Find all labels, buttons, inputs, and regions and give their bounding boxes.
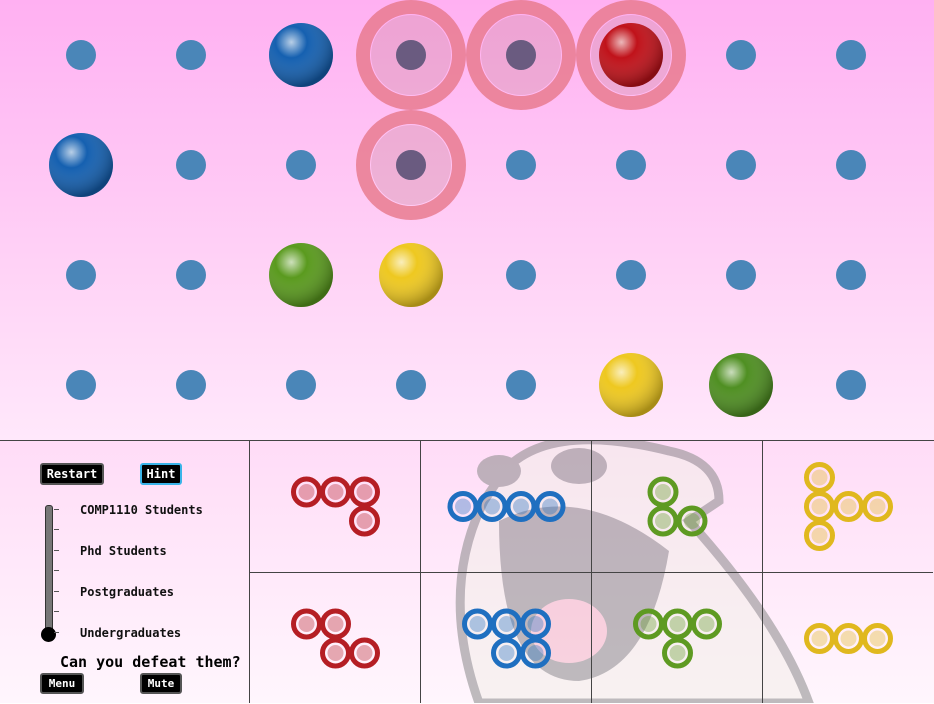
- piece-loop: [833, 491, 864, 522]
- piece-loop: [804, 491, 835, 522]
- piece-slot[interactable]: [420, 572, 591, 703]
- puzzle-piece-blue-a[interactable]: [421, 441, 592, 572]
- piece-slot[interactable]: [591, 441, 762, 572]
- piece-loop: [647, 476, 679, 508]
- piece-loop: [676, 505, 708, 537]
- peg-hole[interactable]: [616, 150, 646, 180]
- piece-loop: [520, 608, 551, 640]
- piece-loop: [505, 491, 537, 522]
- piece-loop: [804, 623, 835, 654]
- restart-button[interactable]: Restart: [40, 463, 104, 485]
- peg-hole[interactable]: [66, 260, 96, 290]
- marble[interactable]: [269, 23, 333, 87]
- piece-slot[interactable]: [249, 572, 420, 703]
- peg-hole[interactable]: [836, 370, 866, 400]
- peg-grid[interactable]: [0, 0, 934, 440]
- marble[interactable]: [49, 133, 113, 197]
- peg-hole[interactable]: [506, 370, 536, 400]
- piece-loop: [291, 476, 322, 508]
- piece-slot[interactable]: [762, 441, 933, 572]
- piece-slot[interactable]: [591, 572, 762, 703]
- marble[interactable]: [269, 243, 333, 307]
- puzzle-piece-red-a[interactable]: [250, 441, 421, 572]
- puzzle-piece-blue-b[interactable]: [421, 573, 592, 704]
- piece-tray[interactable]: [249, 441, 934, 703]
- piece-loop: [447, 491, 479, 522]
- marble[interactable]: [709, 353, 773, 417]
- slider-knob[interactable]: [41, 627, 56, 642]
- control-panel: Restart Hint COMP1110 Students Phd Stude…: [0, 441, 250, 703]
- piece-loop: [662, 637, 693, 669]
- piece-loop: [647, 505, 679, 537]
- hint-button[interactable]: Hint: [140, 463, 182, 485]
- game-board[interactable]: [0, 0, 934, 440]
- puzzle-piece-yellow-b[interactable]: [763, 573, 934, 704]
- peg-hole[interactable]: [66, 40, 96, 70]
- level-comp1110[interactable]: COMP1110 Students: [80, 503, 203, 517]
- slider-track: [45, 505, 53, 635]
- piece-loop: [804, 462, 835, 493]
- bottom-panel: Restart Hint COMP1110 Students Phd Stude…: [0, 440, 934, 703]
- peg-hole[interactable]: [726, 150, 756, 180]
- marble[interactable]: [599, 353, 663, 417]
- piece-loop: [862, 623, 893, 654]
- peg-hole[interactable]: [836, 260, 866, 290]
- marble[interactable]: [599, 23, 663, 87]
- slider-ticks: [54, 509, 62, 639]
- marble[interactable]: [379, 243, 443, 307]
- level-phd[interactable]: Phd Students: [80, 544, 167, 558]
- piece-loop: [520, 637, 551, 669]
- piece-loop: [491, 608, 522, 640]
- peg-hole[interactable]: [726, 260, 756, 290]
- piece-loop: [804, 520, 835, 551]
- piece-loop: [320, 608, 351, 640]
- peg-hole[interactable]: [286, 150, 316, 180]
- piece-loop: [833, 623, 864, 654]
- piece-loop: [633, 608, 664, 640]
- mute-button[interactable]: Mute: [140, 673, 182, 694]
- level-undergraduates[interactable]: Undergraduates: [80, 626, 182, 640]
- peg-hole[interactable]: [616, 260, 646, 290]
- piece-loop: [320, 476, 351, 508]
- piece-loop: [691, 608, 722, 640]
- piece-slot[interactable]: [420, 441, 591, 572]
- piece-loop: [476, 491, 508, 522]
- peg-hole[interactable]: [836, 40, 866, 70]
- menu-button[interactable]: Menu: [40, 673, 84, 694]
- piece-loop: [534, 491, 566, 522]
- peg-hole[interactable]: [396, 370, 426, 400]
- puzzle-piece-green-b[interactable]: [592, 573, 763, 704]
- level-postgraduates[interactable]: Postgraduates: [80, 585, 174, 599]
- piece-loop: [320, 637, 351, 669]
- piece-loop: [662, 608, 693, 640]
- piece-slot[interactable]: [249, 441, 420, 572]
- peg-hole[interactable]: [506, 260, 536, 290]
- peg-hole[interactable]: [176, 40, 206, 70]
- peg-hole[interactable]: [506, 150, 536, 180]
- peg-hole[interactable]: [286, 370, 316, 400]
- peg-hole[interactable]: [176, 150, 206, 180]
- peg-hole[interactable]: [176, 370, 206, 400]
- puzzle-piece-red-b[interactable]: [250, 573, 421, 704]
- piece-loop: [349, 505, 380, 537]
- difficulty-slider[interactable]: [41, 503, 56, 642]
- piece-loop: [349, 476, 380, 508]
- peg-hole[interactable]: [66, 370, 96, 400]
- piece-loop: [462, 608, 493, 640]
- peg-hole[interactable]: [176, 260, 206, 290]
- puzzle-piece-yellow-a[interactable]: [763, 441, 934, 572]
- peg-hole[interactable]: [836, 150, 866, 180]
- piece-slot[interactable]: [762, 572, 933, 703]
- piece-loop: [349, 637, 380, 669]
- challenge-prompt: Can you defeat them?: [60, 653, 241, 671]
- peg-hole[interactable]: [726, 40, 756, 70]
- piece-loop: [291, 608, 322, 640]
- piece-loop: [491, 637, 522, 669]
- piece-loop: [862, 491, 893, 522]
- puzzle-piece-green-a[interactable]: [592, 441, 763, 572]
